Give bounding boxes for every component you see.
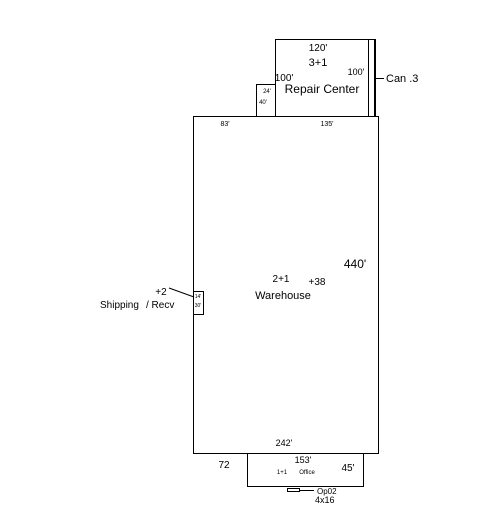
warehouse-outline	[193, 116, 379, 454]
warehouse-name: Warehouse	[255, 290, 311, 302]
shipping-code: +2	[155, 287, 167, 298]
warehouse-dim-top-right: 135'	[320, 121, 333, 128]
open-porch-label: Op02	[317, 487, 337, 496]
repair-center-dim-right: 100'	[348, 67, 365, 77]
small-notch-dim-a: 24'	[263, 89, 271, 95]
shipping-outline	[193, 291, 204, 315]
shipping-dim-a: 14'	[195, 294, 202, 300]
warehouse-extra: +38	[309, 277, 326, 288]
warehouse-dim-top-left: 83'	[220, 121, 229, 128]
repair-center-code: 3+1	[309, 57, 328, 69]
shipping-leader	[168, 287, 195, 298]
repair-center-name: Repair Center	[285, 82, 360, 96]
office-dim-top: 153'	[295, 455, 312, 465]
warehouse-dim-right: 440'	[344, 257, 366, 271]
shipping-name-a: Shipping	[100, 300, 139, 311]
warehouse-dim-bottom: 242'	[276, 438, 293, 448]
office-name: Office	[299, 470, 315, 476]
repair-center-dim-left: 100'	[275, 73, 294, 84]
warehouse-code: 2+1	[273, 274, 290, 285]
open-porch-size: 4x16	[315, 495, 335, 505]
small-notch-dim-b: 40'	[259, 100, 267, 106]
office-dim-right: 45'	[341, 463, 354, 474]
canopy-label: Can .3	[386, 73, 418, 85]
open-porch-outline	[287, 488, 300, 492]
repair-center-dim-top: 120'	[309, 43, 328, 54]
office-outline	[247, 453, 364, 487]
office-code: 1+1	[277, 470, 288, 476]
shipping-name-b: / Recv	[146, 300, 174, 311]
office-dim-left: 72	[218, 460, 230, 471]
shipping-dim-b: 30'	[195, 303, 202, 309]
